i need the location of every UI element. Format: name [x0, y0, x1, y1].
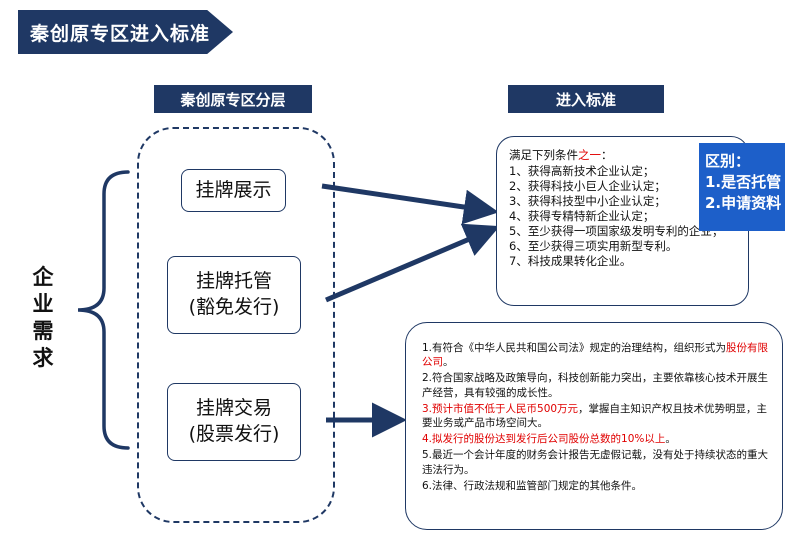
tier-listing-custody: 挂牌托管 (豁免发行) — [167, 256, 301, 334]
demand-char: 需 — [32, 319, 54, 343]
demand-char: 企 — [32, 265, 54, 289]
requirement-item: 2.符合国家战略及政策导向，科技创新能力突出，主要依靠核心技术开展生产经营，具有… — [422, 371, 770, 399]
requirement-tail: ，掌握自主知识产权且技术优势明显，主要业务或产品市场空间大。 — [422, 402, 768, 430]
layers-header: 秦创原专区分层 — [154, 85, 312, 113]
condition-item: 3、获得科技型中小企业认定； — [509, 194, 666, 208]
intro-highlight: 之一 — [578, 148, 601, 162]
tier-title: 挂牌交易 — [195, 397, 272, 420]
curly-brace — [77, 170, 130, 450]
requirement-tail: 。 — [443, 356, 454, 369]
demand-char: 业 — [32, 292, 54, 316]
condition-item: 4、获得专精特新企业认定； — [509, 209, 655, 223]
conditions-intro: 满足下列条件之一： — [509, 148, 738, 163]
requirement-item: 4.拟发行的股份达到发行后公司股份总数的10%以上。 — [422, 432, 770, 446]
requirement-text: 6.法律、行政法规和监管部门规定的其他条件。 — [422, 479, 643, 492]
condition-item: 1、获得高新技术企业认定； — [509, 164, 655, 178]
difference-point: 2.申请资料 — [705, 194, 782, 212]
difference-callout: 区别： 1.是否托管 2.申请资料 — [699, 143, 785, 231]
intro-colon: ： — [601, 148, 613, 162]
requirement-text: 5.最近一个会计年度的财务会计报告无虚假记载，没有处于持续状态的重大违法行为。 — [422, 449, 769, 476]
tier-title: 挂牌托管 — [195, 270, 272, 293]
requirement-highlight: 股份有限公司 — [422, 342, 769, 369]
requirements-box: 1.有符合《中华人民共和国公司法》规定的治理结构，组织形式为股份有限公司。 2.… — [405, 322, 783, 530]
requirement-text: 1.有符合《中华人民共和国公司法》规定的治理结构，组织形式为 — [422, 342, 727, 354]
requirement-item: 3.预计市值不低于人民币500万元，掌握自主知识产权且技术优势明显，主要业务或产… — [422, 402, 770, 430]
standard-header: 进入标准 — [508, 85, 664, 113]
requirement-item: 5.最近一个会计年度的财务会计报告无虚假记载，没有处于持续状态的重大违法行为。 — [422, 448, 770, 476]
enterprise-demand-label: 企 业 需 求 — [30, 264, 56, 372]
layers-header-label: 秦创原专区分层 — [180, 90, 286, 109]
tier-listing-display: 挂牌展示 — [181, 169, 286, 212]
condition-item: 7、科技成果转化企业。 — [509, 254, 632, 268]
arrow-display-to-conditions — [321, 183, 499, 225]
demand-char: 求 — [32, 346, 54, 370]
standard-header-label: 进入标准 — [555, 90, 616, 109]
condition-item: 2、获得科技小巨人企业认定； — [509, 179, 666, 193]
tiers-group — [137, 127, 335, 523]
difference-title: 区别： — [705, 152, 751, 170]
tier-title: 挂牌展示 — [195, 178, 272, 201]
condition-item: 6、至少获得三项实用新型专利。 — [509, 239, 678, 253]
requirement-item: 6.法律、行政法规和监管部门规定的其他条件。 — [422, 479, 770, 493]
intro-text: 满足下列条件 — [509, 148, 578, 162]
requirement-text: 2.符合国家战略及政策导向，科技创新能力突出，主要依靠核心技术开展生产经营，具有… — [422, 372, 769, 399]
difference-point: 1.是否托管 — [705, 173, 782, 191]
condition-item: 5、至少获得一项国家级发明专利的企业； — [509, 224, 724, 238]
requirement-item: 1.有符合《中华人民共和国公司法》规定的治理结构，组织形式为股份有限公司。 — [422, 341, 770, 369]
arrow-custody-to-conditions — [325, 223, 500, 303]
requirement-highlight: 4.拟发行的股份达到发行后公司股份总数的10%以上 — [422, 433, 666, 446]
requirement-highlight: 3.预计市值不低于人民币500万元 — [422, 402, 579, 415]
tier-listing-trading: 挂牌交易 (股票发行) — [167, 383, 301, 461]
tier-subtitle: (股票发行) — [188, 423, 280, 445]
requirement-tail: 。 — [665, 433, 676, 446]
page-title: 秦创原专区进入标准 — [30, 22, 211, 45]
page-title-banner: 秦创原专区进入标准 — [18, 10, 233, 54]
tier-subtitle: (豁免发行) — [188, 296, 280, 318]
